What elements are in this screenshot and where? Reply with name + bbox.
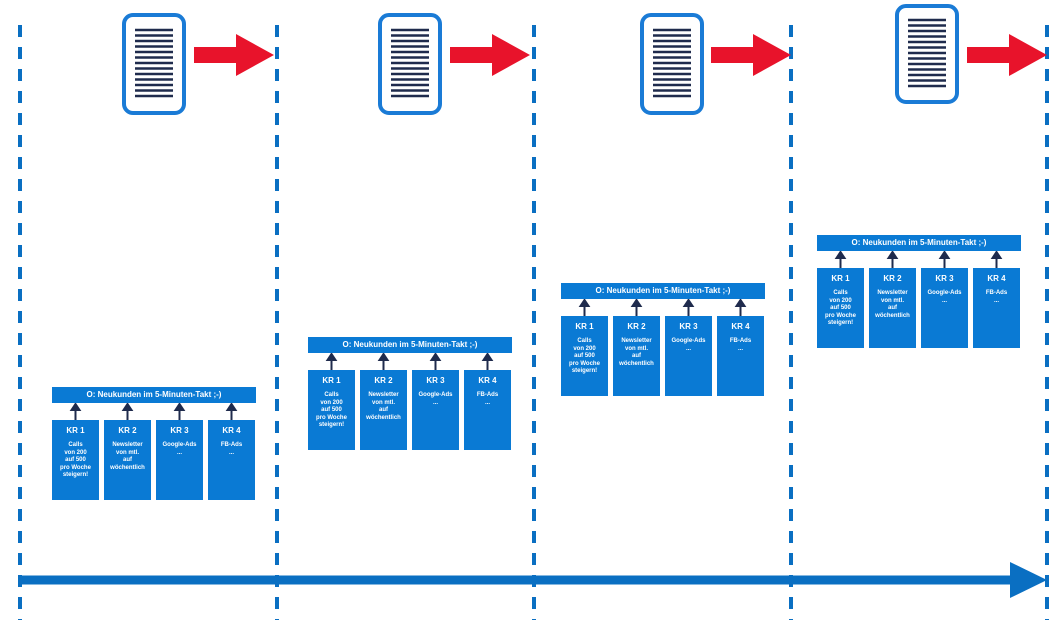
kr-title: KR 2	[627, 322, 646, 331]
kr-text: Newsletter von mtl. auf wöchentlich	[875, 290, 910, 319]
kr-text: Calls von 200 auf 500 pro Woche steigern…	[60, 442, 91, 478]
kr-connectors	[52, 403, 256, 420]
timeline-arrowhead	[1010, 562, 1047, 598]
kr-text: Google-Ads ...	[671, 338, 706, 352]
kr-text: Google-Ads ...	[927, 290, 962, 304]
right-arrow-icon	[450, 34, 530, 76]
key-result-card: KR 4 FB-Ads ...	[208, 420, 255, 500]
kr-title: KR 2	[883, 274, 902, 283]
key-result-card: KR 1 Calls von 200 auf 500 pro Woche stei…	[561, 316, 608, 396]
kr-title: KR 1	[575, 322, 594, 331]
kr-title: KR 4	[478, 376, 497, 385]
kr-text: Newsletter von mtl. auf wöchentlich	[366, 392, 401, 421]
kr-title: KR 1	[322, 376, 341, 385]
kr-text: FB-Ads ...	[476, 392, 499, 406]
key-result-card: KR 2 Newsletter von mtl. auf wöchentlich	[869, 268, 916, 348]
key-result-card: KR 1 Calls von 200 auf 500 pro Woche stei…	[52, 420, 99, 500]
objective-label: O: Neukunden im 5-Minuten-Takt ;-)	[561, 283, 765, 299]
key-result-card: KR 4 FB-Ads ...	[973, 268, 1020, 348]
kr-title: KR 1	[66, 426, 85, 435]
kr-title: KR 3	[170, 426, 189, 435]
right-arrow-icon	[711, 34, 791, 76]
key-result-card: KR 4 FB-Ads ...	[717, 316, 764, 396]
okr-block: O: Neukunden im 5-Minuten-Takt ;-) KR 1 C…	[52, 387, 256, 500]
kr-title: KR 4	[731, 322, 750, 331]
key-result-card: KR 3 Google-Ads ...	[156, 420, 203, 500]
key-result-card: KR 1 Calls von 200 auf 500 pro Woche stei…	[817, 268, 864, 348]
kr-title: KR 3	[426, 376, 445, 385]
objective-label: O: Neukunden im 5-Minuten-Takt ;-)	[52, 387, 256, 403]
key-result-card: KR 2 Newsletter von mtl. auf wöchentlich	[613, 316, 660, 396]
kr-text: Google-Ads ...	[418, 392, 453, 406]
okr-block: O: Neukunden im 5-Minuten-Takt ;-) KR 1 C…	[561, 283, 765, 396]
right-arrow-icon	[194, 34, 274, 76]
document-icon	[122, 13, 186, 115]
key-result-card: KR 2 Newsletter von mtl. auf wöchentlich	[360, 370, 407, 450]
kr-connectors	[561, 299, 765, 316]
kr-title: KR 1	[831, 274, 850, 283]
kr-title: KR 3	[935, 274, 954, 283]
kr-text: Calls von 200 auf 500 pro Woche steigern…	[569, 338, 600, 374]
kr-text: Newsletter von mtl. auf wöchentlich	[110, 442, 145, 471]
kr-title: KR 2	[374, 376, 393, 385]
objective-label: O: Neukunden im 5-Minuten-Takt ;-)	[817, 235, 1021, 251]
okr-block: O: Neukunden im 5-Minuten-Takt ;-) KR 1 C…	[817, 235, 1021, 348]
document-icon	[895, 4, 959, 104]
kr-connectors	[308, 353, 512, 370]
kr-text: FB-Ads ...	[220, 442, 243, 456]
kr-title: KR 3	[679, 322, 698, 331]
kr-text: Newsletter von mtl. auf wöchentlich	[619, 338, 654, 367]
kr-title: KR 4	[222, 426, 241, 435]
kr-text: FB-Ads ...	[985, 290, 1008, 304]
objective-label: O: Neukunden im 5-Minuten-Takt ;-)	[308, 337, 512, 353]
kr-title: KR 4	[987, 274, 1006, 283]
kr-connectors	[817, 251, 1021, 268]
okr-block: O: Neukunden im 5-Minuten-Takt ;-) KR 1 C…	[308, 337, 512, 450]
key-result-card: KR 3 Google-Ads ...	[921, 268, 968, 348]
key-result-card: KR 3 Google-Ads ...	[665, 316, 712, 396]
kr-title: KR 2	[118, 426, 137, 435]
kr-text: Calls von 200 auf 500 pro Woche steigern…	[825, 290, 856, 326]
kr-text: Calls von 200 auf 500 pro Woche steigern…	[316, 392, 347, 428]
document-icon	[378, 13, 442, 115]
document-icon	[640, 13, 704, 115]
kr-text: FB-Ads ...	[729, 338, 752, 352]
key-result-card: KR 1 Calls von 200 auf 500 pro Woche stei…	[308, 370, 355, 450]
kr-text: Google-Ads ...	[162, 442, 197, 456]
key-result-card: KR 2 Newsletter von mtl. auf wöchentlich	[104, 420, 151, 500]
right-arrow-icon	[967, 34, 1047, 76]
key-result-card: KR 4 FB-Ads ...	[464, 370, 511, 450]
key-result-card: KR 3 Google-Ads ...	[412, 370, 459, 450]
